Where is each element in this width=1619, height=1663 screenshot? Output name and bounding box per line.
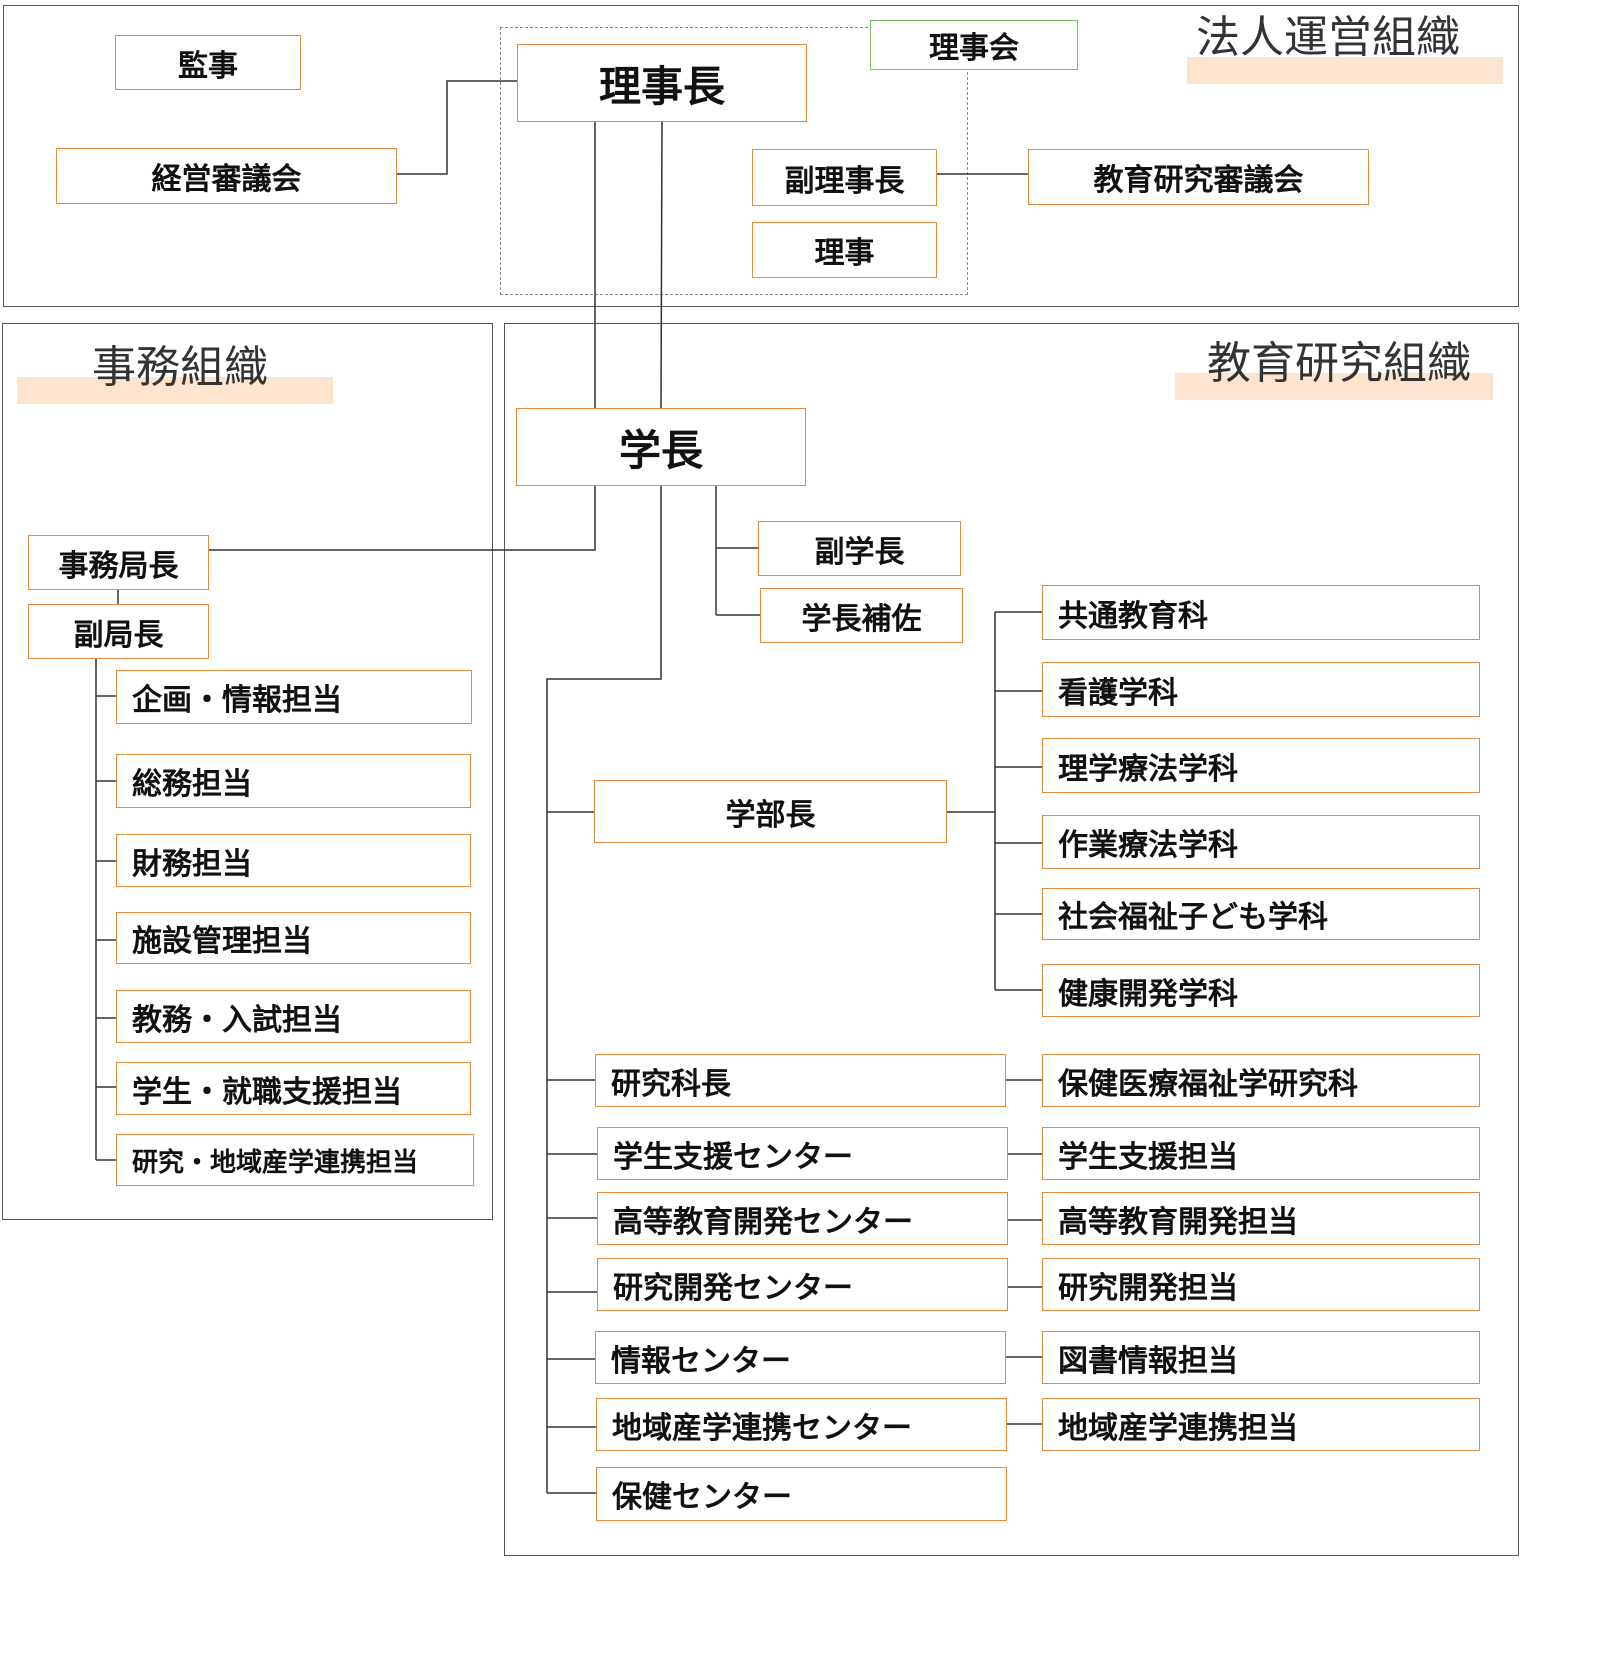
admin-dept-research: 研究・地域産学連携担当: [116, 1134, 474, 1186]
unit-left-regional-industry-center: 地域産学連携センター: [596, 1398, 1007, 1451]
education-section-title: 教育研究組織: [1207, 338, 1471, 389]
chairman-box: 理事長: [517, 44, 807, 122]
corporate-region: [3, 5, 1519, 307]
unit-right-regional-industry: 地域産学連携担当: [1042, 1398, 1480, 1451]
education-region: [504, 323, 1519, 1556]
faculty-common-education: 共通教育科: [1042, 585, 1480, 640]
dean-box: 学部長: [594, 780, 947, 843]
unit-left-information-center: 情報センター: [595, 1331, 1006, 1384]
corporate-title-highlight: [1187, 57, 1503, 84]
vice-president-box: 副学長: [758, 521, 961, 576]
board-box: 理事会: [870, 20, 1078, 70]
admin-dept-finance: 財務担当: [116, 834, 471, 887]
faculty-physical-therapy: 理学療法学科: [1042, 738, 1480, 793]
unit-left-higher-education-center: 高等教育開発センター: [597, 1192, 1008, 1245]
board-group-frame: [500, 27, 968, 295]
education-title-highlight: [1175, 373, 1493, 400]
director-box: 理事: [752, 222, 937, 278]
vice-chairman-box: 副理事長: [752, 149, 937, 206]
unit-left-student-support-center: 学生支援センター: [597, 1127, 1008, 1180]
unit-right-library-information: 図書情報担当: [1042, 1331, 1480, 1384]
admin-title-highlight: [17, 377, 333, 404]
deputy-director-box: 副局長: [28, 604, 209, 659]
unit-right-research-development: 研究開発担当: [1042, 1258, 1480, 1311]
education-council-box: 教育研究審議会: [1028, 149, 1369, 205]
admin-dept-facilities: 施設管理担当: [116, 912, 471, 964]
corporate-section-title: 法人運営組織: [1196, 12, 1460, 63]
unit-left-health-center: 保健センター: [596, 1467, 1007, 1521]
faculty-health-development: 健康開発学科: [1042, 964, 1480, 1017]
admin-section-title: 事務組織: [92, 342, 268, 393]
secretary-general-box: 事務局長: [28, 535, 209, 590]
unit-left-research-development-center: 研究開発センター: [597, 1258, 1008, 1311]
admin-dept-student-support: 学生・就職支援担当: [116, 1062, 471, 1115]
faculty-occupational-therapy: 作業療法学科: [1042, 815, 1480, 869]
president-box: 学長: [516, 408, 806, 486]
admin-region: [2, 323, 493, 1220]
unit-right-higher-education: 高等教育開発担当: [1042, 1192, 1480, 1245]
unit-right-student-support: 学生支援担当: [1042, 1127, 1480, 1180]
admin-dept-academic: 教務・入試担当: [116, 990, 471, 1043]
auditor-box: 監事: [115, 35, 301, 90]
faculty-social-welfare: 社会福祉子ども学科: [1042, 888, 1480, 940]
unit-left-graduate-dean: 研究科長: [595, 1054, 1006, 1107]
admin-dept-planning: 企画・情報担当: [116, 670, 472, 724]
unit-right-graduate-school: 保健医療福祉学研究科: [1042, 1054, 1480, 1107]
president-assistant-box: 学長補佐: [760, 588, 963, 643]
management-council-box: 経営審議会: [56, 148, 397, 204]
faculty-nursing: 看護学科: [1042, 662, 1480, 717]
admin-dept-general-affairs: 総務担当: [116, 754, 471, 808]
